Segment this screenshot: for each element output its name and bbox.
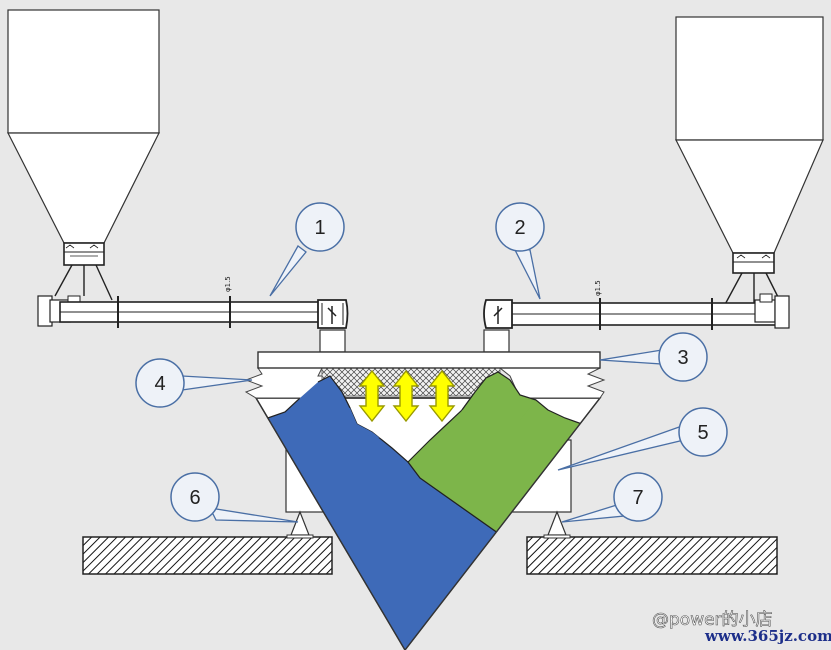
callout-7-label: 7	[632, 487, 643, 509]
left-pipe-marking: φ1.5	[224, 276, 232, 292]
callout-1-label: 1	[314, 217, 325, 239]
watermark-url: www.365jz.com	[704, 627, 831, 645]
callout-2: 2	[495, 202, 545, 300]
callout-3-label: 3	[677, 347, 688, 369]
left-screw-feeder: φ1.5	[37, 264, 349, 353]
vibration-arrow-middle	[392, 369, 420, 423]
flexible-bellows	[244, 367, 606, 399]
right-pipe-marking: φ1.5	[594, 280, 602, 296]
watermark: @power的小店 www.365jz.com	[652, 610, 831, 645]
green-material-peak	[460, 372, 536, 420]
callout-2-label: 2	[514, 217, 525, 239]
callout-5: 5	[557, 407, 728, 471]
callout-6: 6	[170, 472, 299, 523]
right-screw-feeder: φ1.5	[483, 272, 790, 353]
green-material-peak-edge	[461, 371, 537, 411]
vibration-arrows	[358, 369, 456, 423]
callout-1: 1	[269, 202, 345, 297]
watermark-handle: @power的小店	[652, 610, 773, 630]
right-ground-base	[526, 536, 778, 575]
callout-4: 4	[135, 358, 253, 408]
right-silo	[675, 16, 824, 274]
left-silo	[7, 9, 160, 266]
callout-4-label: 4	[154, 373, 165, 395]
top-plate	[257, 351, 601, 369]
callout-5-label: 5	[697, 422, 708, 444]
blue-material-peak	[300, 376, 380, 438]
callout-6-label: 6	[189, 487, 200, 509]
blue-material-peak-edge	[317, 375, 351, 409]
vibration-arrow-left	[358, 369, 386, 423]
vibration-arrow-right	[428, 369, 456, 423]
callout-7: 7	[561, 472, 663, 523]
callout-3: 3	[599, 332, 708, 382]
left-ground-base	[82, 536, 333, 575]
